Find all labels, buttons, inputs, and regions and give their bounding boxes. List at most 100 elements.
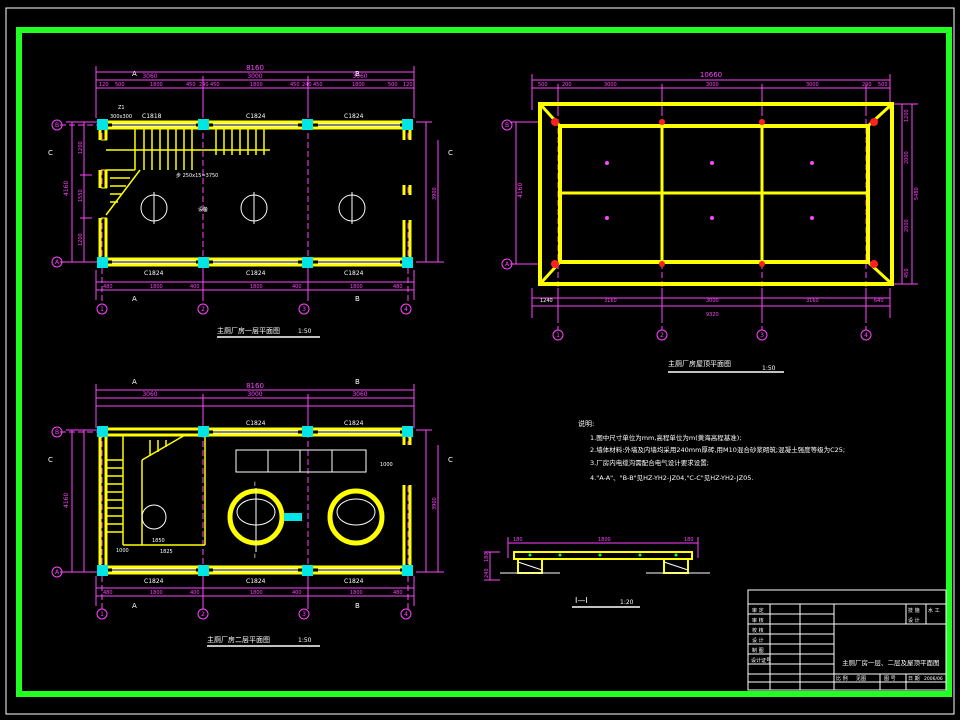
roof-bottom-4: 3160 [806,298,819,304]
plan2-depth: 4160 [63,493,70,508]
plan1-left-dim-2: 1550 [78,189,84,202]
plan2-stair-dim-3: 1825 [160,549,173,555]
plan2-right-dim: 3900 [432,497,438,510]
plan1-axis-row-a: A [55,259,60,266]
section-dim-2: 1800 [598,537,611,543]
roof-overall-width: 10660 [700,71,722,79]
section-left-dim-2: 240 [484,568,490,578]
plan2-span-3: 3060 [352,391,367,398]
plan1-detail-10: 450 [313,82,323,88]
plan2-axis-a-bottom: A [132,602,137,610]
roof-left-dim: 4160 [517,183,524,198]
roof-plan [501,74,918,341]
drawing-border [16,27,952,697]
outer-frame [5,7,955,715]
plan2-section-cut-top: I [254,481,256,488]
tb-bottom-label-3: 日 期 [908,676,920,682]
tb-row-1: 审 定 [752,607,764,614]
plan1-detail-9: 240 [302,82,312,88]
plan1-section-mark-left: C [48,149,53,157]
plan2-section-cut-bottom: I [254,553,256,560]
roof-right-dim-3: 2000 [904,219,910,232]
roof-axis-num-3: 3 [760,332,764,339]
roof-axis-row-a: A [505,261,510,268]
plan1-span-1: 3060 [142,73,157,80]
plan2-axis-a-top: A [132,378,137,386]
roof-title: 主厕厂房屋顶平面图 [668,359,731,368]
plan2-section-mark-right: C [448,456,453,464]
notes-item-3: 3.厂房内电缆沟需配合电气设计要求设置; [590,458,709,467]
roof-axis-num-2: 2 [660,332,664,339]
plan2-axis-num-3: 3 [302,611,306,618]
roof-top-3: 3000 [604,82,617,88]
plan1-span-3: 3060 [352,73,367,80]
plan1-axis-num-3: 3 [302,306,306,313]
roof-top-2: 200 [562,82,572,88]
second-floor-plan [51,384,444,620]
roof-bottom-total: 9320 [706,312,719,318]
plan1-axis-row-b: B [55,122,59,129]
plan1-bottom-2: 1800 [150,284,163,290]
plan1-left-dim-3: 1200 [78,233,84,246]
roof-top-1: 500 [538,82,548,88]
plan1-axis-num-4: 4 [404,306,408,313]
tb-row-2: 审 核 [752,617,764,624]
plan2-bottom-3: 400 [190,590,200,596]
first-floor-plan [51,66,444,315]
plan1-detail-5: 240 [199,82,209,88]
plan2-axis-b-bottom: B [355,602,360,610]
plan1-section-mark-right: C [448,149,453,157]
roof-right-dim-5: 450 [904,268,910,278]
tb-bottom-label-2: 图 号 [884,676,896,682]
section-dim-1: 180 [513,537,523,543]
tb-bottom-label-1: 比 例 [836,675,848,682]
roof-bottom-2: 3160 [604,298,617,304]
plan1-detail-3: 1800 [150,82,163,88]
plan2-axis-row-b: B [55,429,59,436]
plan1-bottom-4: 1800 [250,284,263,290]
plan1-span-2: 3000 [247,73,262,80]
plan2-overall-width: 8160 [246,382,264,390]
plan2-bottom-6: 1800 [350,590,363,596]
tb-right-2: 设 计 [908,617,920,624]
plan1-right-dim: 3900 [432,187,438,200]
plan1-column-tag: Z1 [118,105,125,111]
tb-bottom-value-3: 2006/06 [924,676,943,682]
plan1-detail-11: 1800 [352,82,365,88]
plan1-detail-8: 450 [290,82,300,88]
plan2-bottom-7: 480 [393,590,403,596]
plan1-detail-1: 120 [99,82,109,88]
plan1-detail-2: 500 [115,82,125,88]
plan2-title: 主厕厂房二层平面图 [207,635,270,644]
plan1-left-dim-1: 1200 [78,141,84,154]
plan1-axis-b-bottom: B [355,295,360,303]
plan2-window-4: C1824 [246,578,266,585]
plan1-bottom-3: 400 [190,284,200,290]
plan1-axis-b-top: B [355,70,360,78]
section-dim-3: 180 [684,537,694,543]
plan1-window-6: C1824 [344,270,364,277]
plan2-axis-num-1: 1 [100,611,104,618]
plan2-window-5: C1824 [344,578,364,585]
plan2-span-2: 3000 [247,391,262,398]
plan2-side-dim: 1000 [380,462,393,468]
plan1-bottom-7: 480 [393,284,403,290]
plan2-stair-dim-2: 1850 [152,538,165,544]
notes-item-4: 4."A-A"、"B-B"见HZ-YH2-JZ04,"C-C"见HZ-YH2-J… [590,474,753,482]
tb-bottom-value-1: 见图 [856,676,866,682]
plan2-bottom-1: 480 [103,590,113,596]
plan1-stair-note: 步 250x15=3750 [176,173,218,179]
roof-axis-row-b: B [505,122,509,129]
plan2-axis-num-4: 4 [404,611,408,618]
tb-right-1: 技 施 [908,607,920,614]
roof-right-dim-1: 1200 [904,109,910,122]
plan2-scale: 1:50 [298,637,312,644]
plan1-window-3: C1824 [344,113,364,120]
plan1-window-2: C1824 [246,113,266,120]
plan2-window-2: C1824 [344,420,364,427]
plan1-window-1: C1818 [142,113,162,120]
roof-right-dim-2: 2000 [904,151,910,164]
notes-item-1: 1.图中尺寸单位为mm,高程单位为m(黄海高程基准); [590,433,742,442]
tb-row-3: 校 核 [752,627,764,634]
